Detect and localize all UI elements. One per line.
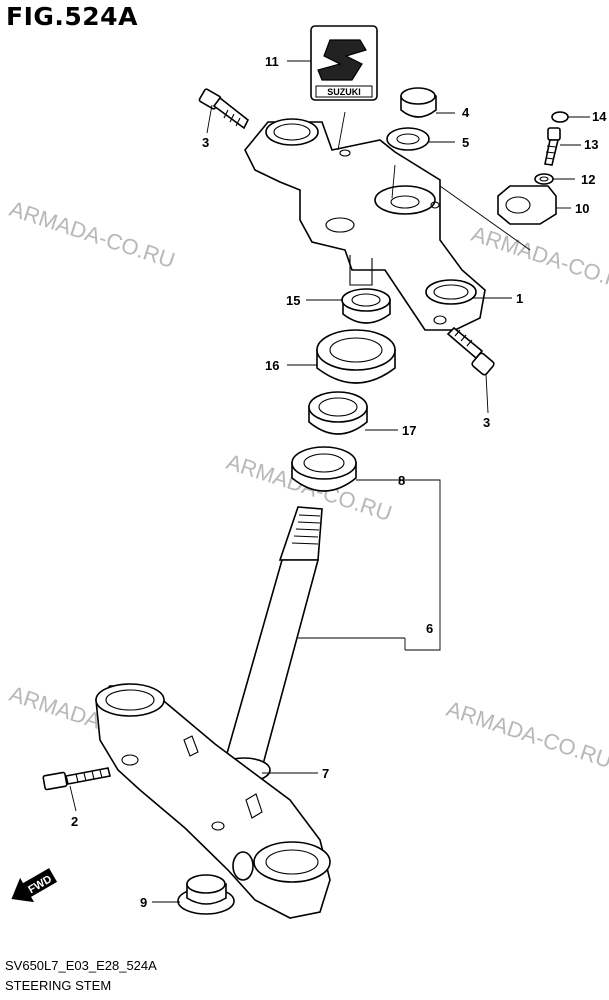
part-2-bolt (42, 767, 111, 791)
part-16-dust-seal (316, 329, 396, 384)
callout-3b: 3 (483, 415, 490, 430)
callout-8: 8 (398, 473, 405, 488)
callout-9: 9 (140, 895, 147, 910)
part-9-cap (177, 874, 235, 915)
part-8-bearing (291, 446, 357, 492)
callout-17: 17 (402, 423, 416, 438)
emblem-text: SUZUKI (327, 87, 361, 97)
callout-2: 2 (71, 814, 78, 829)
callout-7: 7 (322, 766, 329, 781)
part-5-washer (386, 127, 430, 151)
part-3-bolt-left (198, 88, 250, 130)
watermark: ARMADA-CO.RU (468, 221, 609, 298)
part-4-stem-nut (400, 87, 437, 118)
callout-1: 1 (516, 291, 523, 306)
watermark: ARMADA-CO.RU (6, 196, 178, 273)
part-3-bolt-right (446, 326, 495, 376)
callout-4: 4 (462, 105, 470, 120)
watermark: ARMADA-CO.RU (443, 696, 609, 773)
figure-name: STEERING STEM (5, 978, 112, 993)
part-7-lower-bracket (95, 683, 331, 919)
part-17-bearing (308, 391, 368, 435)
leader-lines (69, 60, 590, 903)
callout-12: 12 (581, 172, 595, 187)
callout-6: 6 (426, 621, 433, 636)
callout-11: 11 (265, 54, 279, 69)
part-11-emblem: SUZUKI (310, 25, 378, 101)
fwd-label: FWD (26, 873, 54, 896)
callout-10: 10 (575, 201, 589, 216)
callout-5: 5 (462, 135, 469, 150)
part-6-steering-stem (217, 506, 323, 783)
fwd-arrow-icon: FWD (11, 868, 58, 903)
part-13-bolt (544, 127, 561, 166)
part-15-nut (341, 288, 391, 324)
figure-code: SV650L7_E03_E28_524A (5, 958, 157, 973)
callout-15: 15 (286, 293, 300, 308)
callout-13: 13 (584, 137, 598, 152)
figure-title: FIG.524A (6, 2, 138, 31)
part-12-washer (534, 173, 554, 185)
part-14-cap (551, 111, 569, 123)
part-10-holder (497, 185, 557, 225)
callout-14: 14 (592, 109, 607, 124)
callout-3: 3 (202, 135, 209, 150)
callout-16: 16 (265, 358, 279, 373)
callouts: 11 4 14 3 5 13 12 10 1 15 16 3 17 8 6 2 … (71, 54, 607, 910)
